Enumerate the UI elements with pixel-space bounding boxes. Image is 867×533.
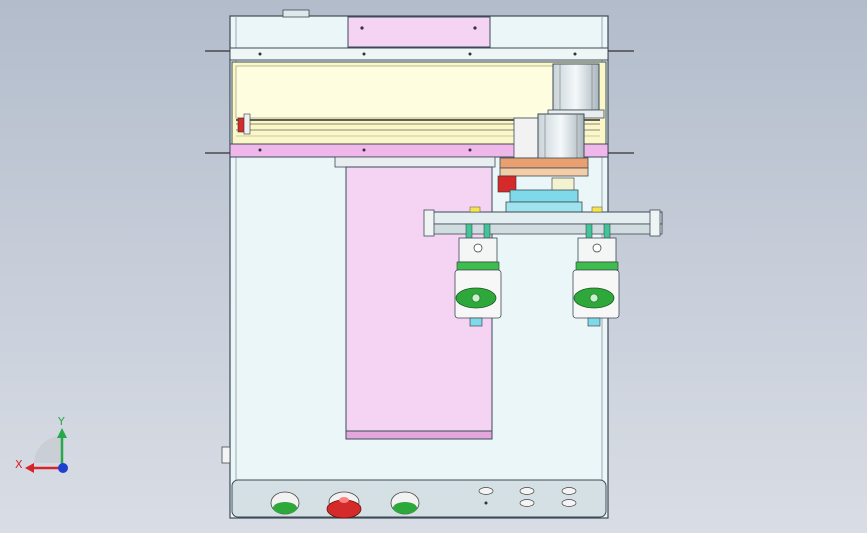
start-button-left[interactable]	[270, 491, 300, 515]
tool-bar	[423, 206, 663, 237]
top-cover	[347, 16, 491, 48]
z-axis-dot	[58, 463, 68, 473]
linear-axis-housing	[231, 61, 607, 145]
y-axis-label: Y	[58, 415, 65, 428]
control-panel	[231, 479, 607, 518]
start-button-right[interactable]	[390, 491, 420, 515]
axis-triad	[25, 428, 68, 473]
x-axis-label: X	[15, 458, 23, 471]
tool-head-left	[454, 223, 502, 327]
emergency-stop-button[interactable]	[326, 491, 362, 519]
carriage	[497, 113, 589, 213]
gantry-top-bar	[205, 47, 634, 61]
panel-indicators	[478, 487, 577, 507]
stepper-motor-upper	[547, 63, 605, 119]
tool-head-right	[572, 223, 620, 327]
